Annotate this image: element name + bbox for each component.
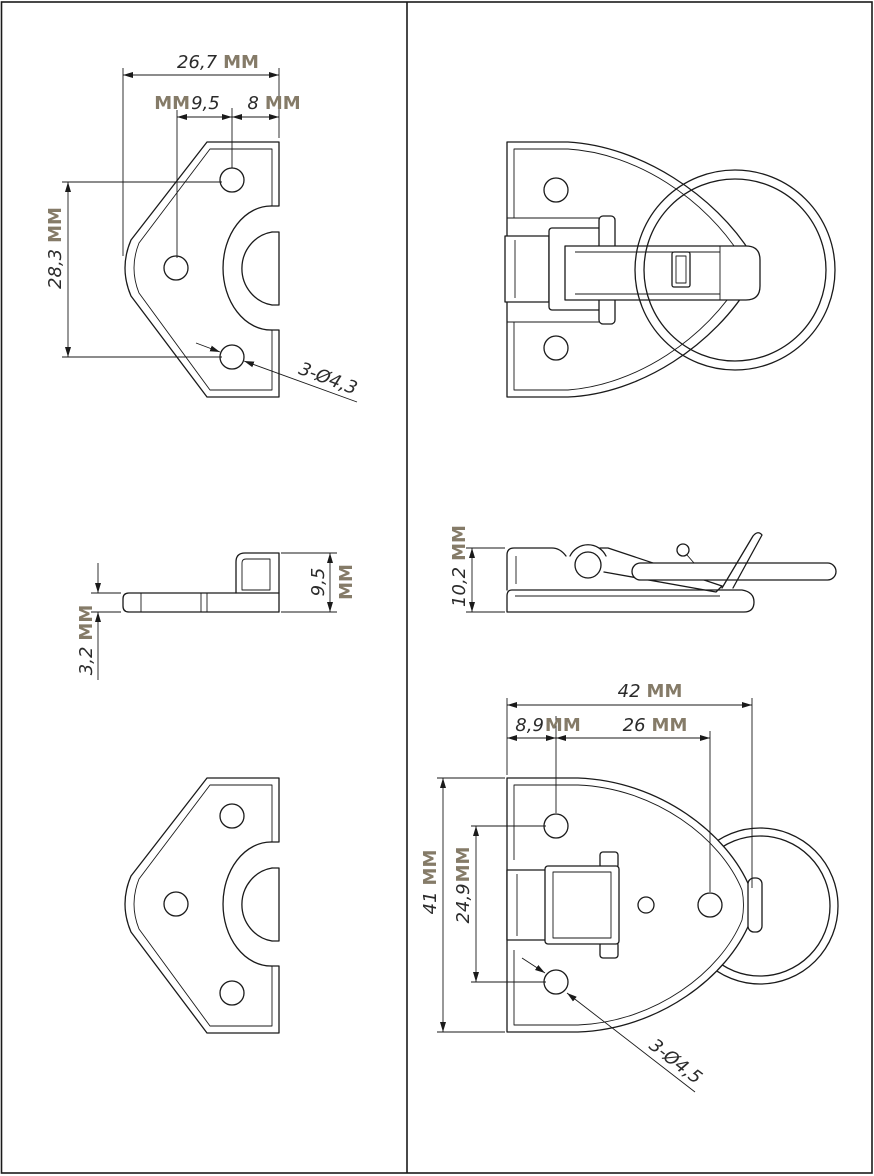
lever-slot-inner: [675, 255, 687, 284]
mounting-hole: [163, 255, 189, 281]
mounting-hole: [543, 335, 569, 361]
dim-label-assembled-rise: 10,2 MM: [449, 525, 470, 607]
latch-front-view: [506, 777, 839, 1033]
dim-value: 41: [420, 891, 441, 914]
emboss-inner-arc: [241, 867, 273, 942]
dim-label-first-hole: 8,9MM: [515, 715, 580, 736]
leader-line: [195, 342, 221, 353]
dim-label-rise-unit: MM: [336, 564, 357, 600]
dim-value: 24,9: [453, 883, 474, 923]
lever-slot: [671, 251, 691, 288]
dim-label-hole-spacing: 28,3 MM: [45, 207, 66, 289]
leader-line: [521, 957, 546, 974]
hinge-block: [504, 235, 550, 303]
emboss-tab: [271, 231, 280, 306]
ring-edge: [721, 532, 763, 589]
bracket-side-view: [122, 552, 280, 613]
mounting-hole: [543, 177, 569, 203]
emboss-outer-arc: [222, 841, 272, 967]
ring-tab: [747, 877, 763, 933]
dim-label-edge-offset: 8 MM: [247, 93, 300, 114]
hole-callout: 3-Ø4,3: [296, 358, 360, 399]
dim-value: 8: [247, 93, 258, 114]
dim-unit: MM: [265, 93, 301, 114]
latch-side-view: [506, 532, 837, 613]
dim-unit: MM: [453, 847, 474, 883]
dim-value: 26: [623, 715, 646, 736]
dim-unit: MM: [449, 525, 470, 561]
dim-unit: MM: [76, 605, 97, 641]
dim-value: 26,7: [177, 52, 218, 73]
bracket-bottom-view: [124, 777, 280, 1034]
hinge-bracket: [506, 547, 567, 591]
dim-value: 28,3: [45, 249, 66, 289]
dim-label-total-length: 42 MM: [618, 681, 683, 702]
upright-flange: [235, 552, 280, 613]
dim-value: 8,9: [515, 715, 544, 736]
plate-inner-edge: [513, 784, 744, 1026]
bracket-top-dimensions: [62, 68, 358, 403]
mounting-hole: [543, 813, 569, 839]
dim-label-hole-to-hole: 26 MM: [623, 715, 688, 736]
dim-unit: MM: [223, 52, 259, 73]
mounting-hole: [543, 969, 569, 995]
hinge-knuckle: [569, 544, 607, 557]
latch-body-inner: [552, 871, 612, 939]
hinge-pin: [574, 551, 602, 579]
emboss-inner-arc: [241, 231, 273, 306]
dim-label-hole-spacing: 24,9MM: [453, 847, 474, 924]
dim-label-rise-value: 9,5: [308, 568, 329, 597]
bracket-side-dimensions: [91, 552, 337, 680]
dim-value: 42: [618, 681, 641, 702]
dim-label-plate: 41 MM: [420, 850, 441, 915]
dim-unit: MM: [420, 850, 441, 886]
dim-unit: MM: [647, 681, 683, 702]
hinge-block: [506, 869, 548, 941]
mounting-hole: [219, 803, 245, 829]
dim-label-hole-offset: MM9,5: [154, 93, 219, 114]
bracket-top-view: [124, 141, 280, 398]
bracket-outline: [124, 141, 280, 398]
mounting-hole: [163, 891, 189, 917]
mounting-hole: [219, 344, 245, 370]
lever: [564, 245, 761, 301]
mounting-hole: [219, 167, 245, 193]
rod-loop-wire: [686, 554, 695, 564]
dim-unit: MM: [154, 93, 190, 114]
latch-top-view: [504, 141, 836, 398]
bracket-inner-edge: [133, 148, 273, 391]
bracket-outline: [124, 777, 280, 1034]
dim-value: 9,5: [191, 93, 220, 114]
bracket-inner-edge: [133, 784, 273, 1027]
dim-value: 10,2: [449, 567, 470, 607]
dim-unit: MM: [45, 207, 66, 243]
latch-arm: [599, 547, 723, 593]
pull-ring-inner: [643, 178, 827, 362]
mounting-hole: [219, 980, 245, 1006]
flange-inner-edge: [241, 558, 271, 591]
base-plate: [506, 589, 755, 613]
latch-body: [544, 865, 620, 945]
hole-callout: 3-Ø4,5: [645, 1035, 706, 1089]
emboss-tab: [271, 867, 280, 942]
emboss-outer-arc: [222, 205, 272, 331]
dim-unit: MM: [652, 715, 688, 736]
dim-unit: MM: [545, 715, 581, 736]
draw-rod: [631, 562, 837, 581]
pull-ring-outer: [634, 169, 836, 371]
dim-value: 3,2: [76, 647, 97, 676]
leader-line: [566, 992, 696, 1093]
base-plate: [122, 592, 280, 613]
mounting-hole: [697, 892, 723, 918]
latch-side-dimensions: [466, 547, 505, 613]
rivet-hole: [637, 896, 655, 914]
dim-label-thickness: 3,2 MM: [76, 605, 97, 675]
leader-line: [243, 360, 358, 403]
rod-loop: [676, 543, 690, 557]
latch-front-dimensions: [437, 698, 753, 1093]
